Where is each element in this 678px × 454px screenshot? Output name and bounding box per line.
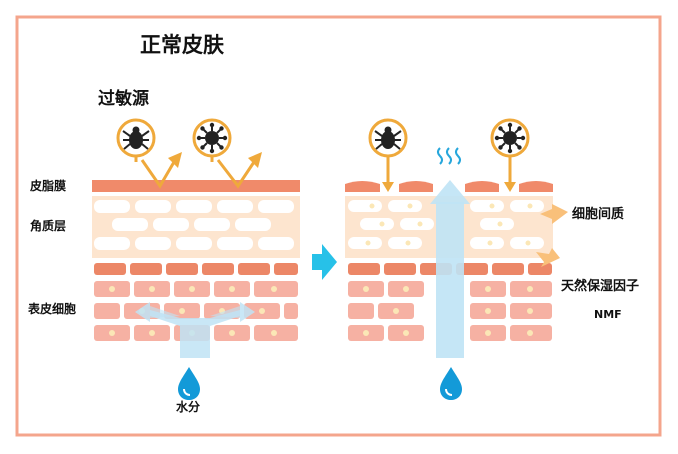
right-arrow-icon (312, 244, 337, 280)
sebum-layer (92, 180, 300, 192)
label-pointer-arrows (536, 204, 568, 267)
deflect-arrows (140, 159, 256, 189)
mite-icon (368, 118, 408, 158)
outer-frame (15, 15, 662, 437)
left-skin-panel (92, 118, 300, 401)
water-label: 水分 (176, 399, 200, 414)
nmf-cn-label: 天然保湿因子 (561, 278, 639, 294)
nmf-en-label: NMF (594, 308, 622, 321)
stratum-corneum-label: 角质层 (30, 218, 66, 233)
epidermal-cells-label: 表皮细胞 (27, 301, 76, 316)
allergen-label: 过敏源 (98, 88, 149, 109)
water-loss-arrow (430, 180, 470, 358)
water-spread-arrow (135, 302, 255, 358)
sebum-membrane-label: 皮脂膜 (29, 178, 66, 193)
virus-icon (192, 118, 232, 162)
water-drop-icon (177, 366, 201, 401)
intercellular-matrix-label: 细胞间质 (572, 206, 624, 222)
diagram-title: 正常皮肤 (140, 33, 225, 57)
steam-icon (437, 147, 461, 165)
mite-icon (116, 118, 156, 162)
virus-icon (490, 118, 530, 158)
right-skin-panel (345, 118, 568, 401)
water-drop-icon (439, 366, 463, 401)
